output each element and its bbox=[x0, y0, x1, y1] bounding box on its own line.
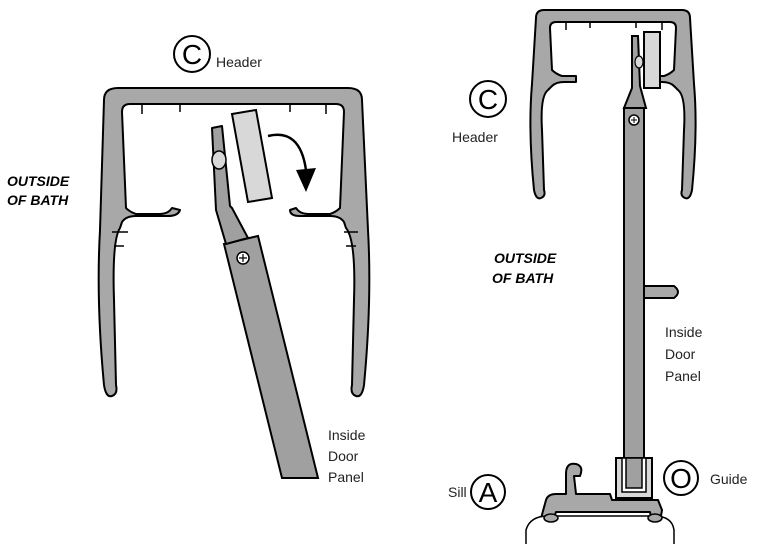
left-view: C Header OUTSIDE OF BATH Inside Door Pan… bbox=[7, 35, 371, 485]
right-roller-block bbox=[643, 31, 661, 89]
left-panel-line2: Door bbox=[328, 448, 359, 464]
right-header-label: Header bbox=[452, 129, 498, 145]
left-side-ribs bbox=[112, 231, 358, 247]
left-rotate-arrow-icon bbox=[267, 133, 308, 171]
right-header-profile bbox=[529, 9, 697, 200]
right-sill-label: Sill bbox=[448, 484, 467, 500]
right-panel-knob bbox=[643, 285, 679, 299]
right-guide-callout-circle bbox=[663, 460, 699, 496]
left-outside-line1: OUTSIDE bbox=[7, 173, 70, 189]
right-sill-foot-left bbox=[543, 513, 559, 523]
right-guide-letter: O bbox=[670, 463, 692, 494]
left-panel-line1: Inside bbox=[328, 427, 366, 443]
right-sill-callout-circle bbox=[470, 474, 506, 510]
right-outside-line2: OF BATH bbox=[492, 270, 554, 286]
right-panel-in-guide bbox=[625, 457, 643, 489]
left-header-ribs bbox=[141, 104, 327, 114]
right-view: C Header OUTSIDE OF BATH Inside Door Pan… bbox=[448, 9, 748, 544]
left-header-profile bbox=[97, 87, 371, 398]
right-callout-letter: C bbox=[478, 84, 498, 115]
left-callout-circle bbox=[173, 35, 211, 73]
left-roller-nub bbox=[211, 150, 227, 170]
right-panel-line3: Panel bbox=[665, 368, 701, 384]
left-outside-line2: OF BATH bbox=[7, 192, 69, 208]
right-sill-foot-right bbox=[647, 513, 663, 523]
left-door-panel bbox=[222, 234, 320, 479]
left-screw-cross bbox=[239, 254, 247, 262]
right-panel-line2: Door bbox=[665, 346, 696, 362]
right-header-ribs bbox=[565, 22, 663, 30]
left-roller-block bbox=[230, 108, 274, 204]
left-callout-letter: C bbox=[182, 39, 202, 70]
right-callout-circle bbox=[469, 80, 507, 118]
right-door-panel bbox=[623, 107, 645, 459]
right-tub-outline bbox=[525, 515, 675, 544]
right-screw-cross bbox=[631, 117, 637, 123]
left-arrow-head bbox=[296, 168, 316, 192]
right-outside-line1: OUTSIDE bbox=[494, 250, 557, 266]
right-roller-nub bbox=[634, 55, 644, 69]
right-panel-line1: Inside bbox=[665, 324, 703, 340]
right-sill bbox=[539, 462, 663, 523]
left-header-label: Header bbox=[216, 54, 262, 70]
right-guide-label: Guide bbox=[710, 471, 748, 487]
right-sill-letter: A bbox=[479, 477, 498, 508]
left-panel-line3: Panel bbox=[328, 469, 364, 485]
right-bracket bbox=[622, 35, 648, 109]
